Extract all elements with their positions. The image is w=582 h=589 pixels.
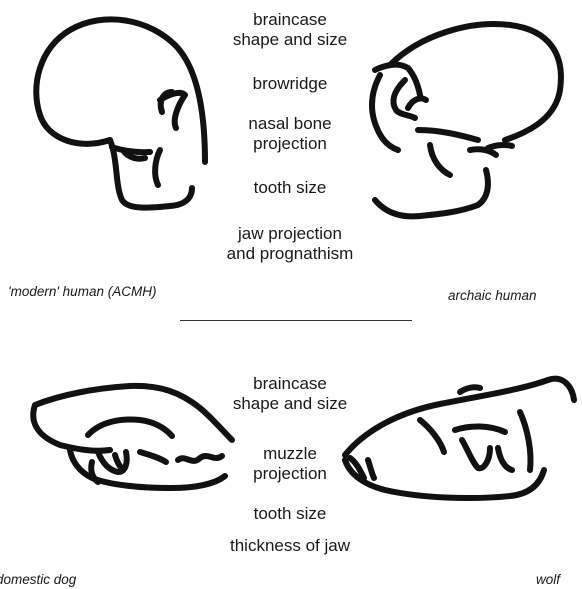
trait-muzzle-projection-label: muzzle projection — [253, 444, 327, 483]
trait-braincase-top-label: braincase shape and size — [233, 10, 347, 49]
trait-nasal-bone-label: nasal bone projection — [248, 114, 331, 153]
panel-divider — [180, 320, 412, 321]
caption-modern-human: 'modern' human (ACMH) — [8, 284, 156, 299]
caption-domestic-dog: domestic dog — [0, 572, 76, 587]
trait-jaw-thickness-label: thickness of jaw — [230, 536, 350, 555]
trait-tooth-size-top: tooth size — [200, 178, 380, 198]
caption-wolf-label: wolf — [536, 572, 560, 587]
trait-browridge: browridge — [200, 74, 380, 94]
trait-tooth-size-bottom: tooth size — [200, 504, 380, 524]
trait-braincase-bottom-label: braincase shape and size — [233, 374, 347, 413]
archaic-human-skull-sketch — [372, 24, 561, 216]
trait-tooth-size-bottom-label: tooth size — [254, 504, 327, 523]
trait-nasal-bone: nasal bone projection — [200, 114, 380, 154]
caption-modern-human-label: 'modern' human (ACMH) — [8, 284, 156, 299]
caption-archaic-human-label: archaic human — [448, 288, 537, 303]
trait-jaw-projection-label: jaw projection and prognathism — [227, 224, 354, 263]
caption-wolf: wolf — [536, 572, 560, 587]
modern-human-skull-sketch — [36, 19, 205, 207]
caption-archaic-human: archaic human — [448, 288, 537, 303]
caption-domestic-dog-label: domestic dog — [0, 572, 76, 587]
trait-tooth-size-top-label: tooth size — [254, 178, 327, 197]
trait-jaw-thickness: thickness of jaw — [200, 536, 380, 556]
trait-braincase-bottom: braincase shape and size — [200, 374, 380, 414]
trait-muzzle-projection: muzzle projection — [200, 444, 380, 484]
trait-braincase-top: braincase shape and size — [200, 10, 380, 50]
trait-jaw-projection: jaw projection and prognathism — [200, 224, 380, 264]
trait-browridge-label: browridge — [253, 74, 328, 93]
